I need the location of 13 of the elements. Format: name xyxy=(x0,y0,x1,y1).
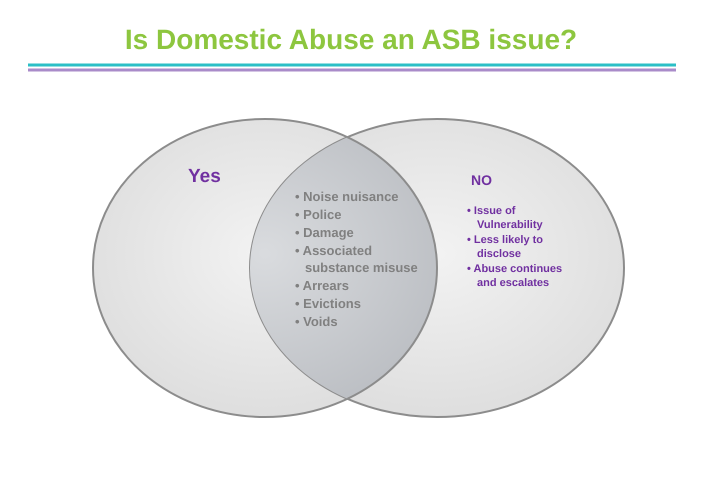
bullet-item: • Associated substance misuse xyxy=(295,242,419,276)
set-heading: Yes xyxy=(188,166,221,188)
bullet-item: • Voids xyxy=(295,313,339,330)
bullet-item: • Evictions xyxy=(295,295,362,312)
bullet-item: • Abuse continues and escalates xyxy=(467,262,564,290)
set-heading: NO xyxy=(471,172,492,188)
bullet-item: • Issue of Vulnerability xyxy=(467,204,544,232)
bullet-item: • Less likely to disclose xyxy=(467,233,544,261)
bullet-item: • Police xyxy=(295,206,342,223)
bullet-item: • Arrears xyxy=(295,277,350,294)
slide-title: Is Domestic Abuse an ASB issue? xyxy=(124,24,578,56)
bullet-item: • Noise nuisance xyxy=(295,188,400,205)
bullet-item: • Damage xyxy=(295,224,355,241)
